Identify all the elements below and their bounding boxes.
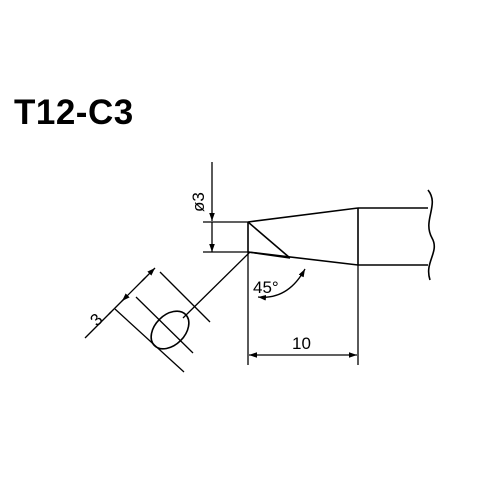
angle-dimension: 45°: [247, 252, 306, 365]
bevel-face: [247, 221, 291, 259]
tip-outline: [247, 189, 436, 281]
bevel-section-view: 3: [84, 267, 211, 373]
length-dimension: 10: [249, 265, 359, 365]
section-leader-line: [182, 251, 251, 319]
tip-model-title: T12-C3: [14, 93, 134, 132]
diameter-dimension: ø3: [189, 162, 248, 253]
length-label: 10: [292, 334, 311, 353]
diameter-label: ø3: [189, 192, 208, 212]
angle-label: 45°: [253, 278, 279, 297]
